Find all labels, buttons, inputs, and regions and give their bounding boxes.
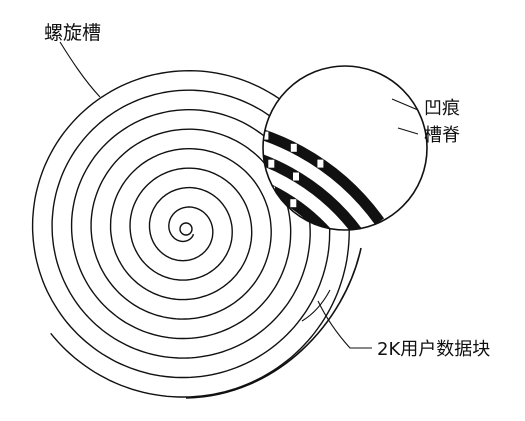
pit-mark [160,143,166,151]
pit-mark [229,197,235,205]
pit-mark [106,157,112,165]
pit-mark [102,184,108,192]
pit-mark [104,211,110,219]
pit-mark [249,205,255,213]
pit-mark [127,254,133,262]
spiral-groove-leader [59,41,101,98]
spiral-groove-label: 螺旋槽 [44,22,101,44]
pit-mark [149,169,155,177]
track-strip [263,214,305,230]
track-strip [263,189,325,230]
pit-mark [144,196,150,204]
pit-mark [268,159,275,168]
spiral-center [179,222,193,236]
pit-mark [82,141,88,149]
pit-mark [242,150,248,158]
pit-label: 凹痕 [424,98,460,119]
disc-outer-edge [185,247,362,399]
pit-mark [215,144,221,152]
pit-mark [262,241,268,249]
pit-mark [123,229,129,237]
pit-mark [186,191,192,199]
pit-mark [170,241,176,249]
track-strip [263,116,385,225]
pit-mark [176,216,182,224]
pit-mark [223,170,229,178]
pit-mark [290,199,297,208]
lens-border [262,65,428,231]
track-strip [263,140,365,230]
pit-mark [212,219,218,227]
pit-mark [194,216,200,224]
magnified-lens [82,65,428,262]
pit-mark [233,123,239,131]
pit-mark [140,122,146,130]
pit-mark [141,248,147,256]
pit-mark [317,159,324,168]
pit-mark [140,223,146,231]
pit-mark [158,218,164,226]
track-strip [263,164,345,230]
pit-mark [123,202,129,210]
pit-mark [202,119,208,127]
pit-mark [132,148,138,156]
pit-mark [229,250,235,258]
land-leader [397,127,419,135]
pit-mark [263,131,269,140]
pit-mark [293,172,299,181]
pit-mark [290,143,297,152]
pit-leader [391,98,419,111]
data-block-bracket [301,289,372,349]
pit-mark [198,167,204,175]
land-label: 槽脊 [424,125,460,146]
pit-mark [215,245,221,253]
pit-mark [171,118,177,126]
data-block-label: 2K用户数据块 [377,339,490,360]
pit-mark [200,241,206,249]
spiral-groove [31,69,350,398]
